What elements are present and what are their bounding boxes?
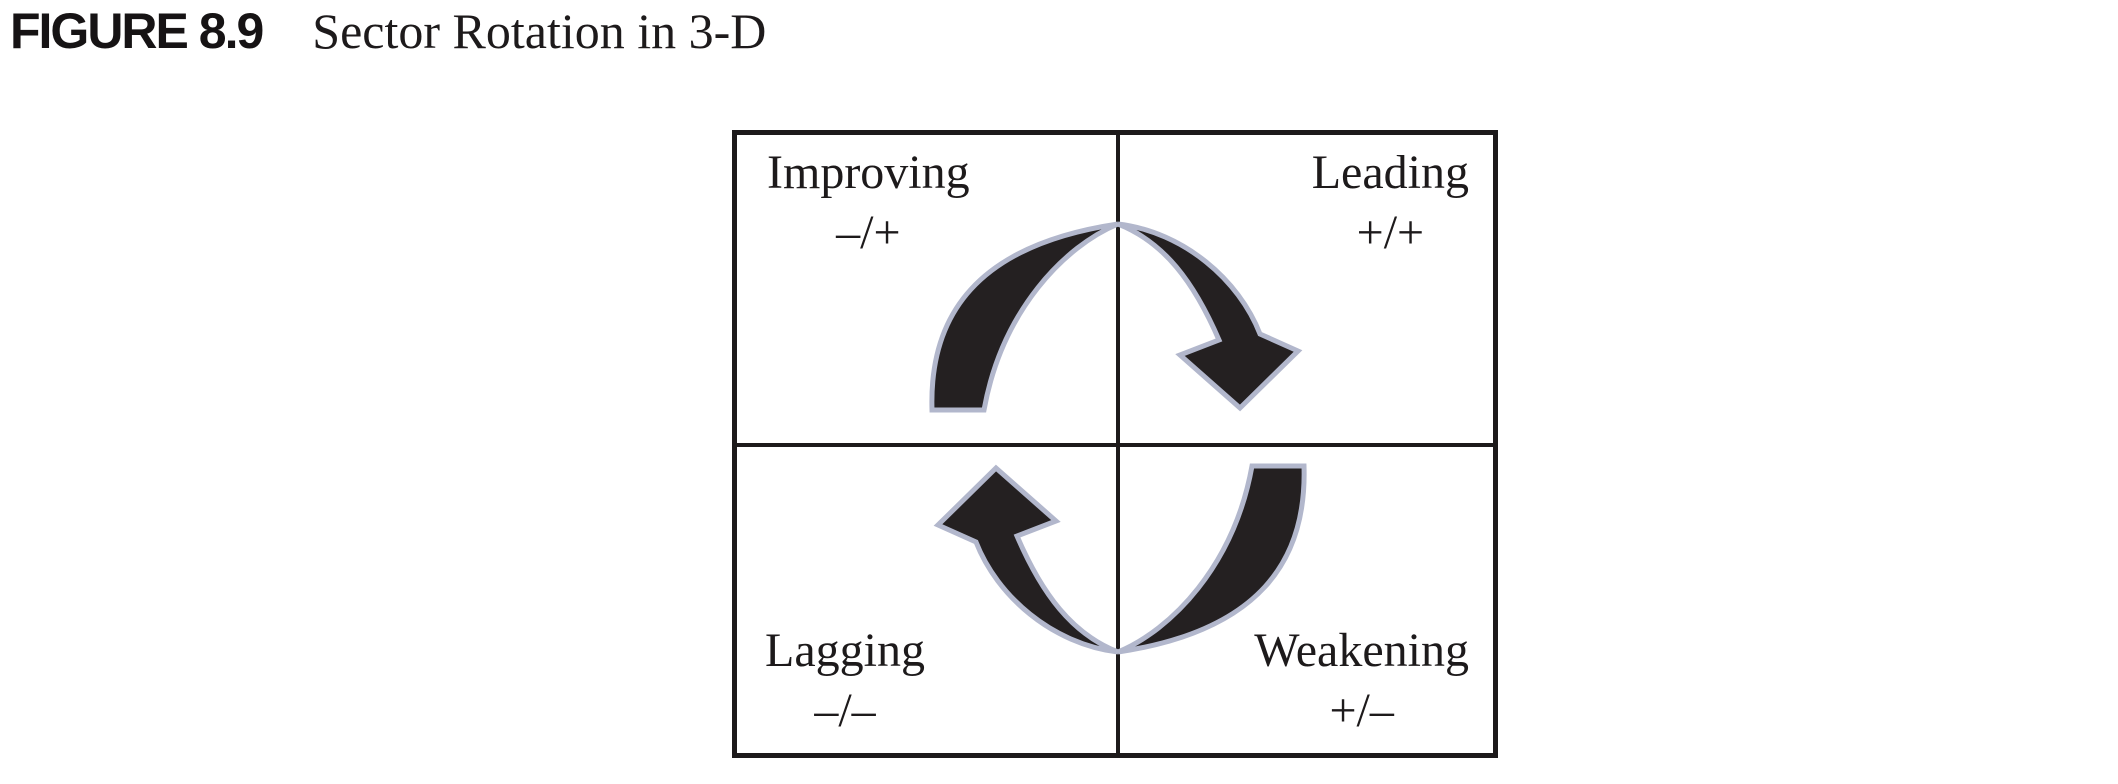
quadrant-name: Weakening <box>1254 624 1469 677</box>
quadrant-name: Leading <box>1311 146 1469 199</box>
quadrant-signs: –/+ <box>836 206 901 259</box>
horizontal-divider <box>737 443 1493 447</box>
arrow-head-lobe <box>933 464 1119 655</box>
quadrant-label-lagging: Lagging –/– <box>765 621 925 741</box>
quadrant-label-leading: Leading +/+ <box>1312 143 1469 263</box>
arrow-weakening-to-lagging <box>933 463 1307 655</box>
quadrant-label-improving: Improving –/+ <box>767 143 970 263</box>
rotation-arrows-svg <box>929 221 1307 655</box>
quadrant-name: Lagging <box>765 624 925 677</box>
quadrant-signs: –/– <box>814 684 876 737</box>
arrow-improving-to-leading <box>929 221 1303 413</box>
quadrant-label-weakening: Weakening +/– <box>1254 621 1469 741</box>
figure-caption: FIGURE 8.9 Sector Rotation in 3-D <box>10 2 766 60</box>
quadrant-signs: +/+ <box>1356 206 1425 259</box>
quadrant-name: Improving <box>767 146 970 199</box>
figure-title: Sector Rotation in 3-D <box>312 3 767 59</box>
quadrant-grid: Improving –/+ Leading +/+ Lagging –/– We… <box>732 130 1498 758</box>
arrow-head-lobe <box>1117 221 1303 412</box>
figure-label: FIGURE 8.9 <box>10 3 264 59</box>
quadrant-signs: +/– <box>1329 684 1394 737</box>
